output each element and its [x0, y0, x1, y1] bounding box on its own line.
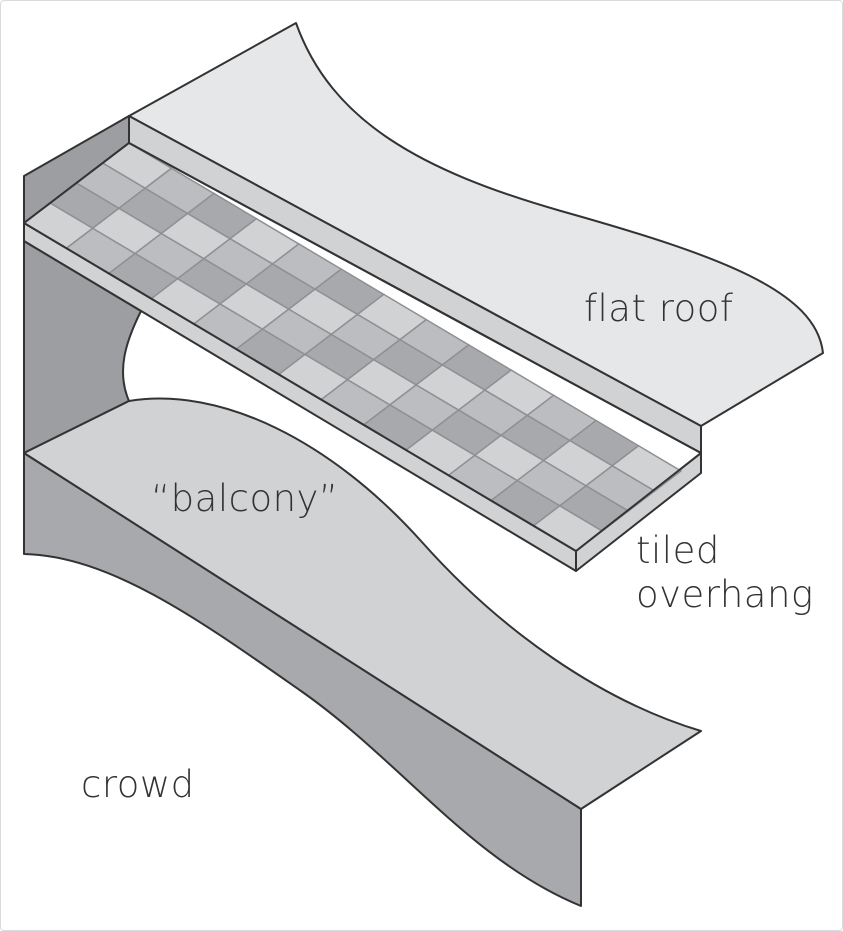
label-overhang: overhang: [636, 573, 814, 616]
floor-tile: [610, 444, 683, 492]
label-balcony: “balcony”: [151, 477, 339, 520]
flat-roof: [128, 22, 824, 427]
label-crowd: crowd: [81, 763, 195, 806]
tile-outline: [23, 142, 702, 552]
balcony-front-face: [23, 452, 582, 907]
tile-grid: [22, 142, 683, 552]
label-flat-roof: flat roof: [584, 287, 734, 330]
label-tiled: tiled: [636, 529, 720, 572]
balcony-top: [23, 397, 702, 810]
